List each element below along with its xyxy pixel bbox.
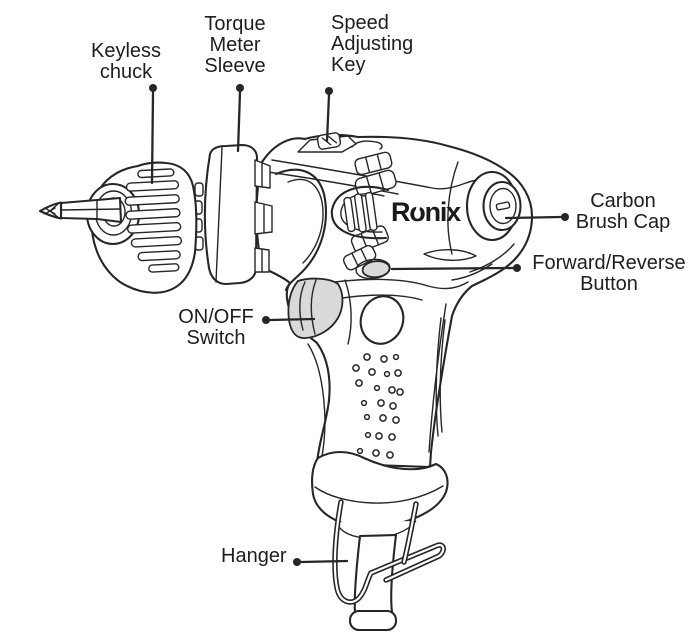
- label-line: Adjusting: [331, 33, 414, 55]
- label-line: ON/OFF: [178, 306, 254, 328]
- torque-meter-sleeve-part: [203, 143, 273, 286]
- grip-dot: [373, 384, 381, 392]
- grip-dot: [392, 353, 400, 361]
- leader-lines: [149, 84, 569, 566]
- grip-dot: [380, 355, 388, 363]
- keyless-chuck-part: [85, 161, 198, 294]
- leader-carbon-brush-cap: [504, 215, 563, 220]
- grip-dot: [355, 379, 363, 387]
- label-line: Button: [580, 273, 638, 295]
- grip-dot: [396, 388, 404, 396]
- leader-on-off-switch: [268, 317, 316, 322]
- rear-leaf-seam: [423, 249, 477, 261]
- grip-dot: [352, 364, 360, 372]
- label-carbon-brush-cap: Carbon Brush Cap: [556, 191, 690, 233]
- front-cheek-curve: [274, 168, 327, 292]
- vent-opening: [330, 185, 390, 240]
- label-torque-meter-sleeve: Torque Meter Sleeve: [175, 14, 295, 77]
- grip-dot: [388, 433, 396, 441]
- leader-hanger: [299, 559, 349, 564]
- label-line: Sleeve: [204, 55, 266, 77]
- grip-dot: [360, 399, 368, 407]
- cord-ferrule: [348, 609, 398, 632]
- carbon-brush-cap-part: [465, 170, 522, 242]
- label-speed-adjusting-key: Speed Adjusting Key: [331, 13, 461, 76]
- grip-dot: [377, 399, 385, 407]
- screwdriver-bit: [38, 196, 123, 224]
- grip-dot: [394, 369, 402, 377]
- grip-dot: [383, 370, 391, 378]
- grip-dot: [363, 413, 371, 421]
- grip-dot: [368, 368, 376, 376]
- leader-forward-reverse: [390, 266, 515, 271]
- speed-adjusting-key-part: [297, 132, 357, 153]
- leader-keyless-chuck: [150, 90, 155, 185]
- label-line: Speed: [331, 12, 389, 34]
- label-keyless-chuck: Keyless chuck: [56, 41, 196, 83]
- grip-dot: [363, 353, 371, 361]
- forward-reverse-button-part: [355, 258, 391, 280]
- grip-dot: [356, 447, 364, 455]
- handle-spine: [428, 303, 447, 453]
- grip-dot: [388, 386, 396, 394]
- grip-dot: [392, 416, 400, 424]
- svg-text:Ronix: Ronix: [391, 197, 461, 227]
- handle-cutout: [359, 295, 405, 345]
- label-line: chuck: [99, 61, 153, 83]
- label-line: Brush Cap: [575, 211, 671, 233]
- body-top-seam: [271, 159, 479, 190]
- label-line: Torque: [204, 13, 266, 35]
- grip-dot: [375, 432, 383, 440]
- label-hanger: Hanger: [221, 546, 287, 567]
- handle: [352, 295, 405, 459]
- label-line: Key: [331, 54, 366, 76]
- label-line: Hanger: [221, 545, 287, 567]
- grip-dot: [364, 431, 372, 439]
- grip-dot: [386, 451, 394, 459]
- label-line: Forward/Reverse: [532, 252, 686, 274]
- brand-logo: Ronix: [391, 197, 462, 227]
- grip-dots: [352, 353, 404, 459]
- grip-dot: [379, 414, 387, 422]
- vent-slats: [330, 151, 397, 271]
- label-line: Keyless: [90, 40, 162, 62]
- leader-speed-adjusting-key: [325, 93, 331, 143]
- label-forward-reverse-button: Forward/Reverse Button: [520, 253, 697, 295]
- label-on-off-switch: ON/OFF Switch: [154, 307, 278, 349]
- label-line: Carbon: [590, 190, 656, 212]
- label-line: Meter: [209, 34, 261, 56]
- power-cord: [348, 533, 398, 632]
- label-line: Switch: [186, 327, 246, 349]
- grip-dot: [372, 449, 380, 457]
- grip-dot: [389, 402, 397, 410]
- on-off-switch-part: [287, 277, 352, 345]
- leader-torque-meter-sleeve: [236, 90, 242, 153]
